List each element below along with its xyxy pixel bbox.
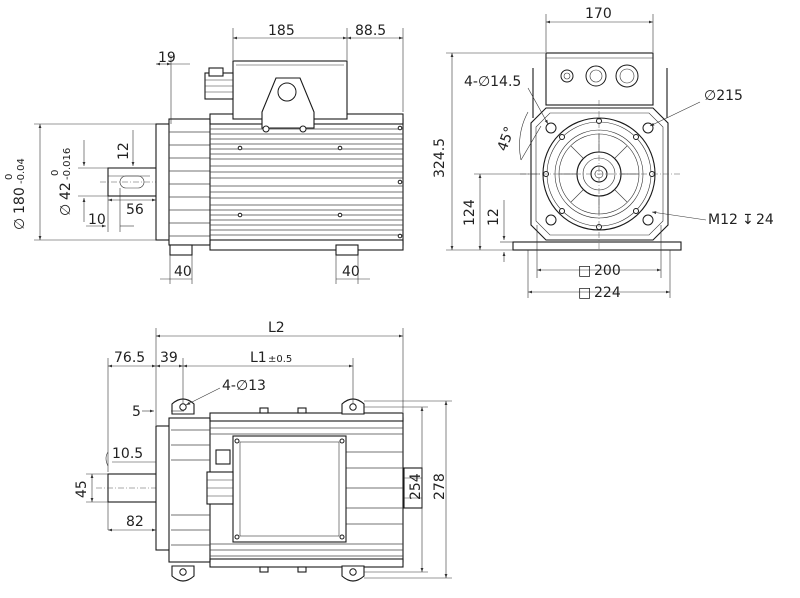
end-view: 170 4-∅14.5 ∅215 324.5 45° 124 12 M12 ↧ … bbox=[432, 6, 774, 301]
dim-sq224: 224 bbox=[594, 285, 621, 301]
dim-thread-depth: 24 bbox=[756, 212, 774, 228]
top-view-front-ribs bbox=[171, 429, 210, 546]
dim-L2: L2 bbox=[268, 320, 285, 336]
dim-88-5: 88.5 bbox=[355, 23, 386, 39]
dim-12-base: 12 bbox=[486, 208, 502, 226]
dim-82: 82 bbox=[126, 514, 144, 530]
dim-thread-m12: M12 bbox=[708, 212, 738, 228]
dim-39: 39 bbox=[160, 350, 178, 366]
dim-185: 185 bbox=[268, 23, 295, 39]
dim-124: 124 bbox=[462, 199, 478, 226]
dim-dia180-symbol: ∅ bbox=[12, 218, 28, 230]
main-fins bbox=[210, 128, 403, 236]
dim-dia180-tol-lower: -0.04 bbox=[16, 158, 27, 184]
dim-L1-tolerance: ±0.5 bbox=[268, 354, 292, 365]
dim-10-5: 10.5 bbox=[112, 446, 143, 462]
dim-dia42-tol-upper: 0 bbox=[50, 170, 61, 176]
dim-10: 10 bbox=[88, 212, 106, 228]
dim-holes-14-5: 4-∅14.5 bbox=[464, 74, 521, 90]
dim-19: 19 bbox=[158, 50, 176, 66]
top-view: L2 76.5 39 L1 ±0.5 4-∅13 5 10.5 45 82 bbox=[74, 320, 452, 582]
dim-76-5: 76.5 bbox=[114, 350, 145, 366]
dim-holes-13: 4-∅13 bbox=[222, 378, 266, 394]
front-ribs bbox=[169, 119, 211, 245]
dim-dia42: 42 bbox=[58, 182, 74, 200]
dim-45: 45 bbox=[74, 480, 90, 498]
side-view: 185 88.5 19 12 ∅ 180 0 -0.04 ∅ 42 0 bbox=[4, 23, 404, 284]
dim-dia215: ∅215 bbox=[704, 88, 743, 104]
dim-sq224-symbol: □ bbox=[578, 285, 591, 301]
dim-40-left: 40 bbox=[174, 264, 192, 280]
dim-5: 5 bbox=[132, 404, 141, 420]
top-view-fins bbox=[210, 427, 403, 557]
dim-12-key: 12 bbox=[116, 142, 132, 160]
dim-56: 56 bbox=[126, 202, 144, 218]
dim-324-5: 324.5 bbox=[432, 138, 448, 178]
dim-dia42-tol-lower: -0.016 bbox=[62, 148, 73, 180]
dim-sq200: 200 bbox=[594, 263, 621, 279]
dim-170: 170 bbox=[585, 6, 612, 22]
dim-40-right: 40 bbox=[342, 264, 360, 280]
dim-thread-depth-symbol: ↧ bbox=[742, 212, 754, 228]
dim-254: 254 bbox=[408, 473, 424, 500]
dim-dia42-symbol: ∅ bbox=[58, 204, 74, 216]
dim-278: 278 bbox=[432, 473, 448, 500]
dim-dia180-tol-upper: 0 bbox=[4, 174, 15, 180]
dim-angle-45: 45° bbox=[495, 125, 519, 154]
dim-sq200-symbol: □ bbox=[578, 263, 591, 279]
dim-L1: L1 bbox=[250, 350, 267, 366]
dim-dia180: 180 bbox=[12, 187, 28, 214]
